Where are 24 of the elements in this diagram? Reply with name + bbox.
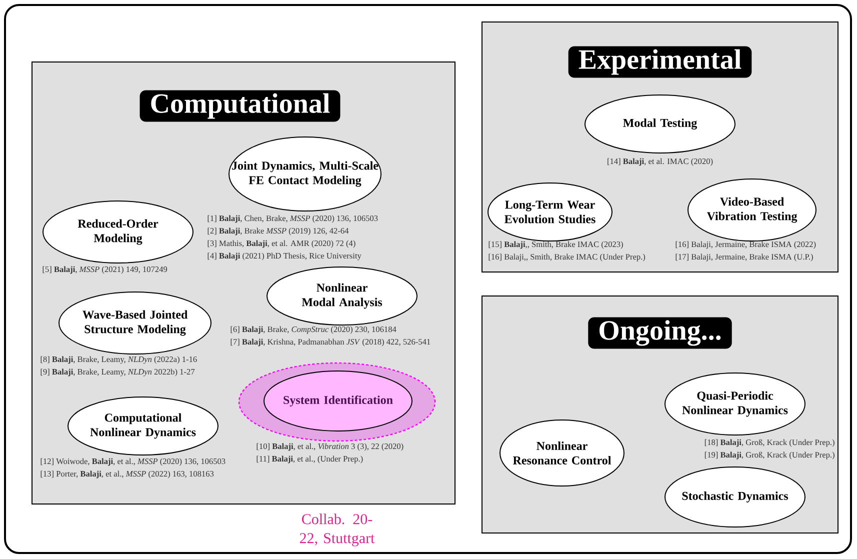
citation: [1] Balaji, Chen, Brake, MSSP (2020) 136, 106503 <box>208 215 378 223</box>
heading: Experimental <box>568 46 752 78</box>
heading: Ongoing... <box>588 317 732 349</box>
citation: [4] Balaji (2021) PhD Thesis, Rice University <box>208 252 362 260</box>
citation: [17] Balaji, Jermaine, Brake ISMA (U.P.) <box>676 254 813 262</box>
citation: [18] Balaji, Groß, Krack (Under Prep.) <box>704 439 834 447</box>
citation: [2] Balaji, Brake MSSP (2019) 126, 42-64 <box>208 228 349 236</box>
citation: [3] Mathis, Balaji, et al. AMR (2020) 72 (4) <box>208 240 356 248</box>
citation: [9] Balaji, Brake, Leamy, NLDyn 2022b) 1-27 <box>40 368 195 376</box>
heading: Computational <box>140 90 340 122</box>
citation: [10] Balaji, et al., Vibration 3 (3), 22 (2020) <box>256 443 404 451</box>
citation: [7] Balaji, Krishna, Padmanabhan JSV (2018) 422, 526-541 <box>230 338 430 346</box>
citation: [13] Porter, Balaji, et al., MSSP (2022) 163, 108163 <box>40 470 214 478</box>
citation: [6] Balaji, Brake, CompStruc (2020) 230, 106184 <box>230 326 396 334</box>
citation: [12] Woiwode, Balaji, et al., MSSP (2020) 136, 106503 <box>40 458 226 466</box>
citation: [8] Balaji, Brake, Leamy, NLDyn (2022a) 1-16 <box>40 356 197 364</box>
citation: [19] Balaji, Groß, Krack (Under Prep.) <box>704 452 834 460</box>
collaboration-note: Collab. 20-22, Stuttgart <box>300 514 375 546</box>
citation: [11] Balaji, et al., (Under Prep.) <box>256 456 363 464</box>
citation: [15] Balaji,, Smith, Brake IMAC (2023) <box>488 241 623 249</box>
citation: [16] Balaji,, Smith, Brake IMAC (Under Prep.) <box>488 254 646 262</box>
citation: [16] Balaji, Jermaine, Brake ISMA (2022) <box>676 241 816 249</box>
citation: [14] Balaji, et al. IMAC (2020) <box>608 158 713 166</box>
citation: [5] Balaji, MSSP (2021) 149, 107249 <box>42 266 168 274</box>
